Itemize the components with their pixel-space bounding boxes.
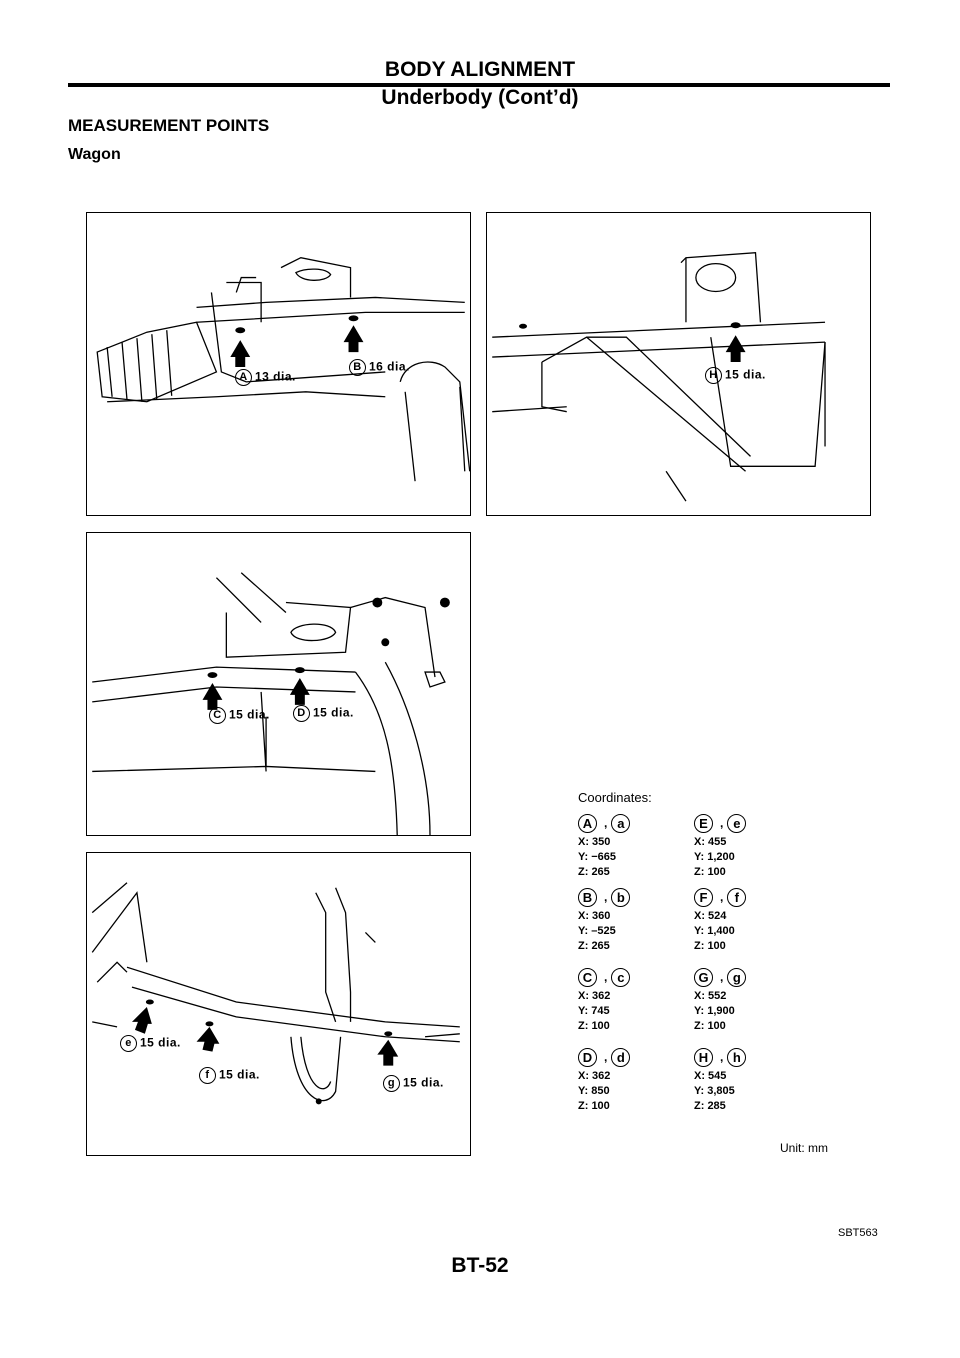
page-number: BT-52 — [451, 1254, 509, 1277]
center-underbody-drawing — [92, 572, 450, 835]
page-header-title: BODY ALIGNMENT — [384, 58, 576, 81]
point-marker-h: H — [705, 367, 722, 384]
point-marker-d: D — [293, 705, 310, 722]
header-rule — [68, 83, 890, 87]
front-underbody-drawing — [96, 257, 470, 482]
side-underbody-drawing — [91, 882, 460, 1105]
section-subtitle: Wagon — [68, 146, 121, 163]
point-marker-e: e — [120, 1035, 137, 1052]
point-marker-c: C — [209, 707, 226, 724]
page-header-subtitle: Underbody (Cont’d) — [381, 86, 579, 109]
section-title: MEASUREMENT POINTS — [68, 116, 270, 135]
point-marker-f: f — [199, 1067, 216, 1084]
point-marker-a: A — [235, 369, 252, 386]
point-marker-b: B — [349, 359, 366, 376]
point-marker-g: g — [383, 1075, 400, 1092]
unit-label: Unit: mm — [780, 1141, 828, 1155]
coordinates-title: Coordinates: — [578, 790, 652, 805]
rear-underbody-drawing — [492, 252, 826, 502]
figure-id: SBT563 — [838, 1227, 878, 1239]
